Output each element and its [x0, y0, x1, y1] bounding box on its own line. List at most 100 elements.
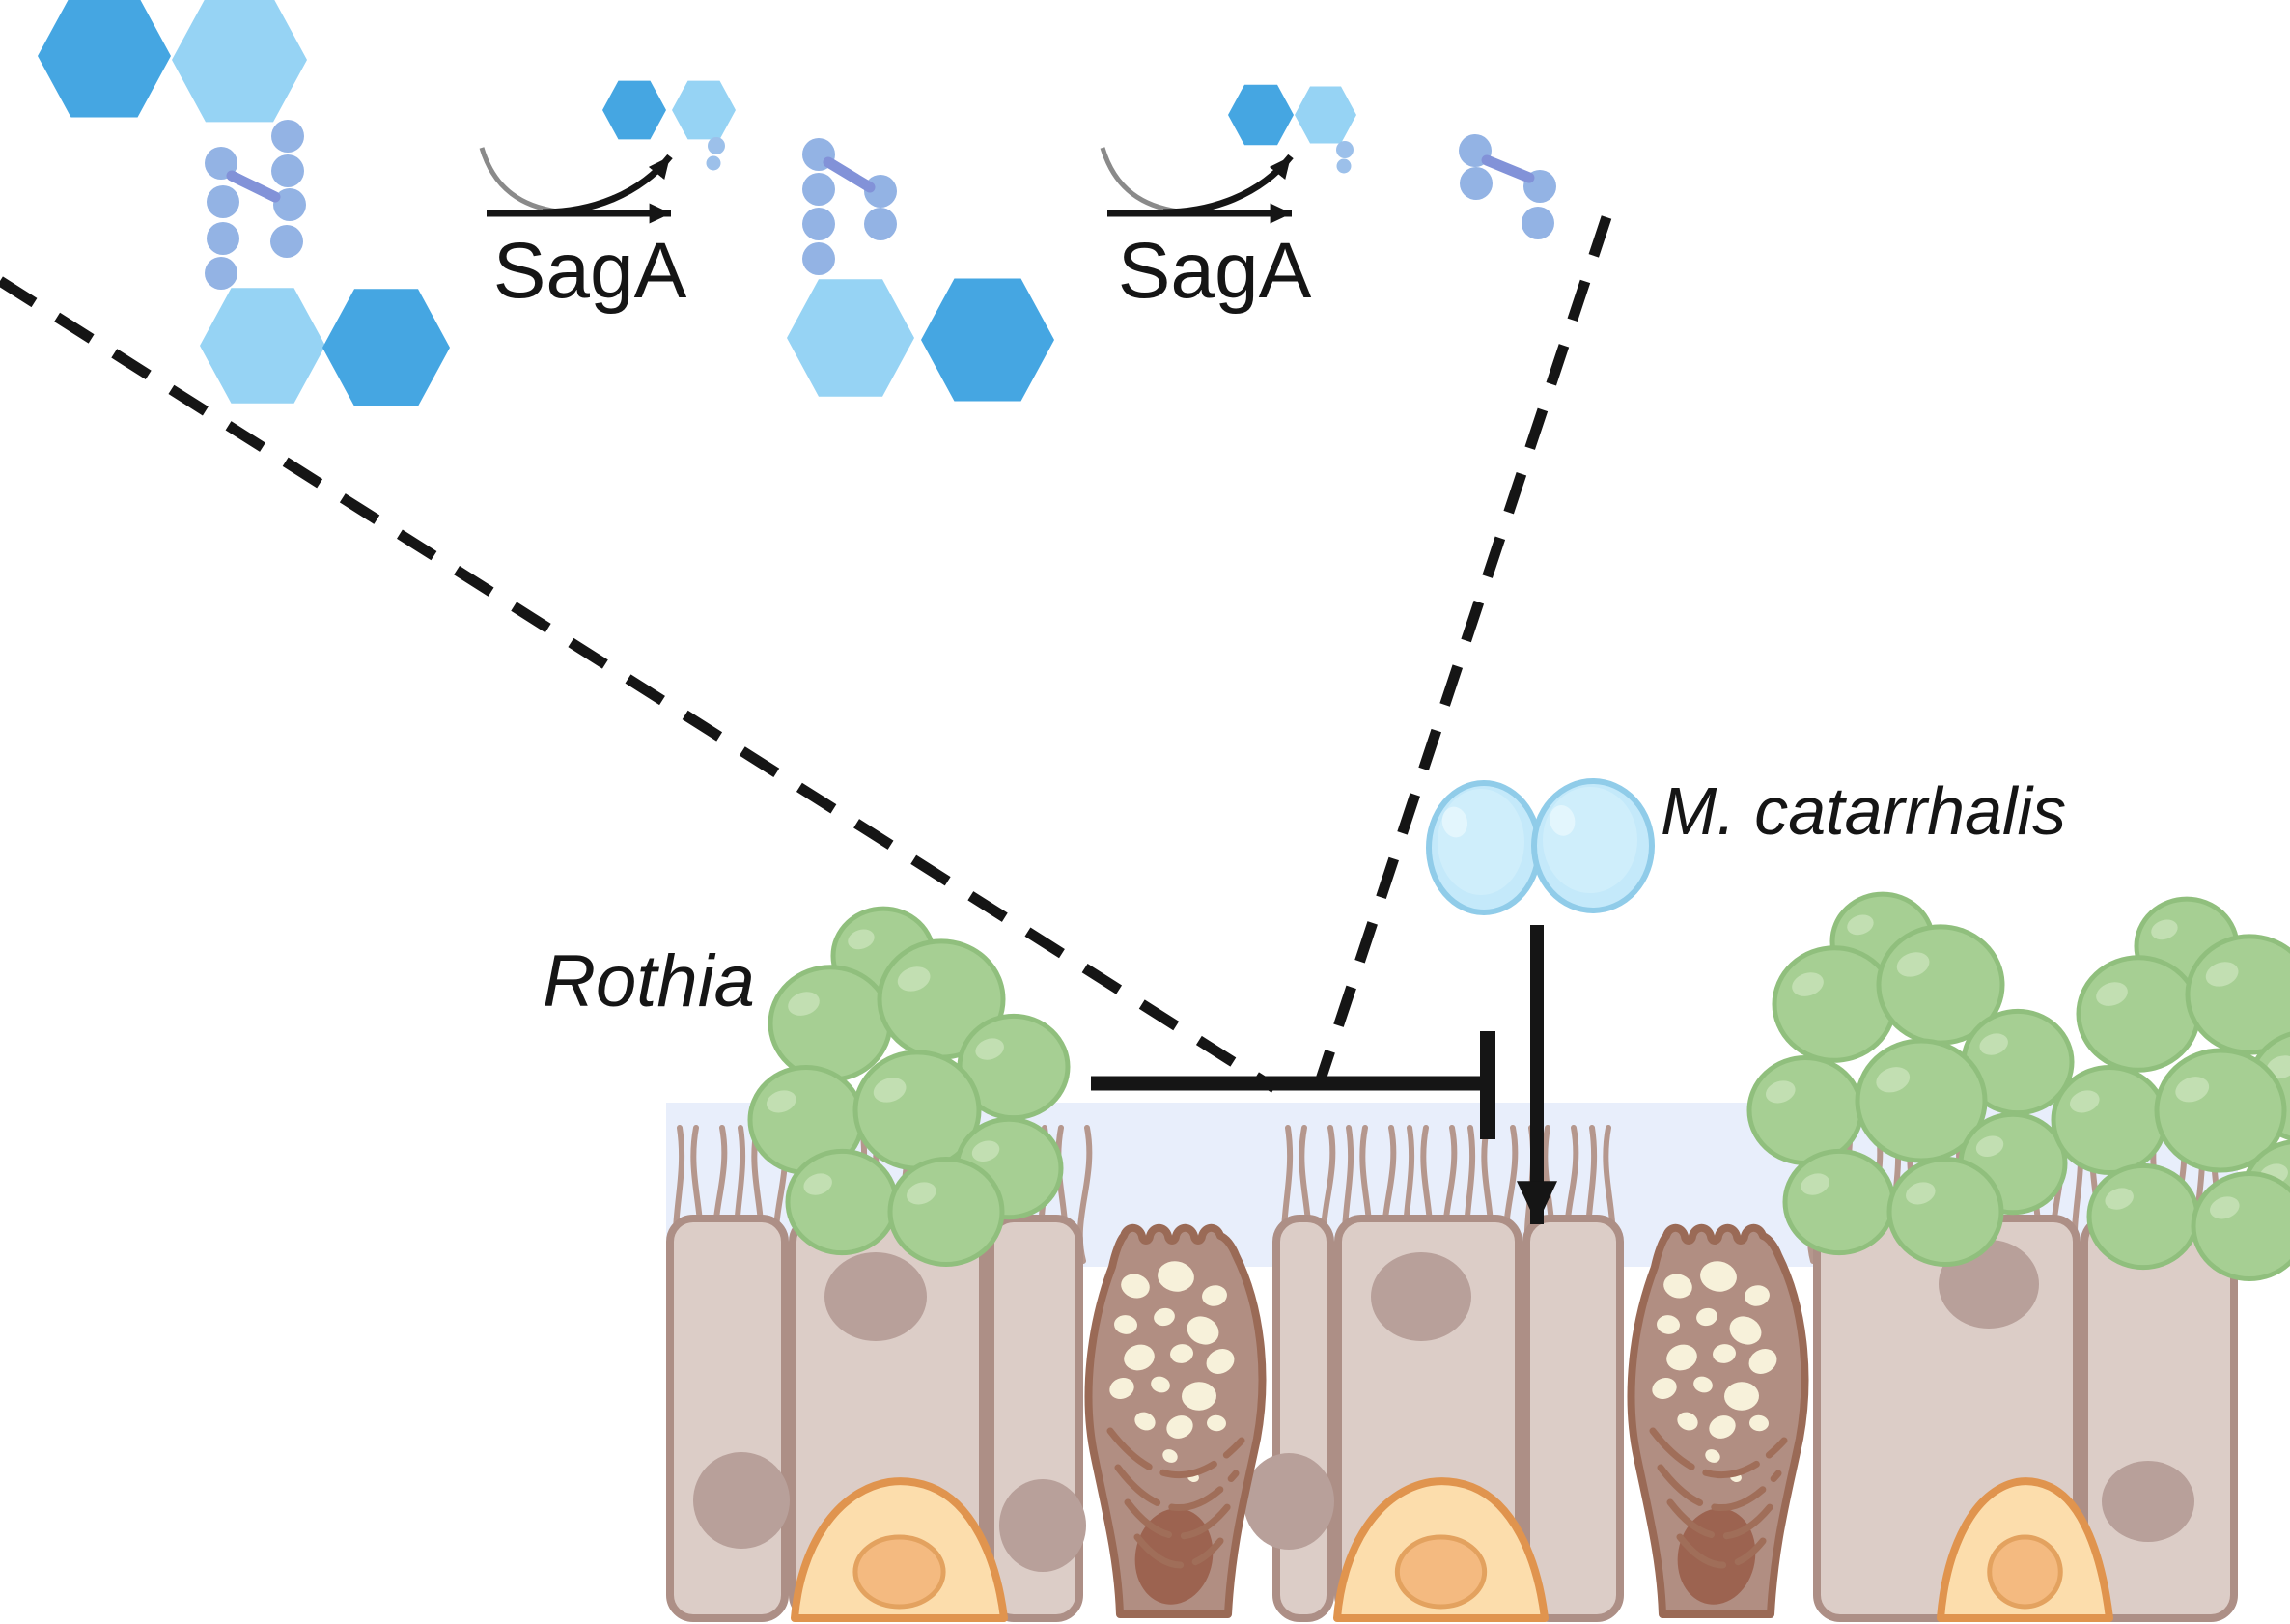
rothia-cell-highlight: [2151, 919, 2178, 940]
basal-cell-3: [1937, 1477, 2113, 1622]
zoom-dashed-line-left: [0, 276, 1277, 1093]
mucin-granule: [1187, 1316, 1219, 1345]
rothia-cell-highlight: [2105, 1188, 2134, 1210]
rothia-cell-highlight: [788, 992, 820, 1016]
sugar-hexagon-light-released-1: [672, 80, 736, 140]
mucin-granule: [1207, 1414, 1226, 1432]
epithelial-cell: [1522, 1215, 1624, 1622]
mucin-granule: [1206, 1349, 1235, 1374]
enzyme-curve-in-2: [1100, 147, 1180, 214]
peptide-crosslink: [1481, 154, 1535, 183]
peptide-bead: [273, 188, 306, 221]
peptide-bead: [271, 154, 304, 187]
rothia-cell-highlight: [1979, 1033, 2008, 1055]
rothia-cell-highlight: [2205, 962, 2239, 987]
peptide-bead: [207, 222, 239, 255]
mucin-granule: [1696, 1307, 1718, 1327]
sugar-hexagon-dark-intermediate: [921, 278, 1054, 402]
peptide-bead: [802, 173, 835, 206]
mucin-granule: [1748, 1349, 1777, 1374]
saga-label-2: SagA: [1118, 227, 1312, 315]
rothia-cell: [887, 1156, 1005, 1268]
mucin-granule: [1705, 1449, 1720, 1463]
cell-nucleus: [2102, 1461, 2194, 1542]
goblet-striation: [1124, 1498, 1232, 1540]
rothia-cell-highlight: [1801, 1173, 1829, 1195]
released-peptide-dot: [708, 137, 725, 154]
rothia-cell: [2076, 955, 2201, 1073]
mucin-granule: [1652, 1377, 1677, 1400]
sugar-hexagon-dark-released-2: [1228, 84, 1294, 146]
rothia-cell-highlight: [767, 1090, 796, 1113]
basal-cell-2: [1333, 1477, 1549, 1622]
enzyme-curve-in-1: [479, 147, 559, 214]
rothia-cluster-2: [1746, 891, 2075, 1268]
inhibition-tbar: [1091, 1031, 1495, 1139]
rothia-cell-highlight: [1847, 914, 1874, 936]
sugar-hexagon-light-released-2: [1295, 86, 1356, 144]
sugar-hexagon-light-intermediate: [787, 279, 914, 397]
rothia-cell-highlight: [2096, 982, 2128, 1006]
mucin-granule: [1745, 1285, 1770, 1306]
goblet-striation: [1106, 1427, 1245, 1478]
cell-nucleus: [999, 1479, 1086, 1572]
rothia-cell-highlight: [1766, 1080, 1796, 1104]
mcatarrhalis-highlight: [1550, 804, 1576, 836]
peptidoglycan-scheme: [38, 0, 1556, 406]
goblet-striation: [1676, 1533, 1767, 1569]
mucin-granule: [1202, 1285, 1227, 1306]
mucin-granule: [1154, 1307, 1175, 1327]
mcatarrhalis-coccus-body: [1438, 789, 1524, 895]
rothia-cell-highlight: [897, 966, 931, 992]
epithelial-cell: [666, 1215, 789, 1622]
released-peptide-dot: [1336, 158, 1352, 174]
mcatarrhalis-coccus-body: [1543, 787, 1637, 893]
basal-cell-1: [791, 1477, 1008, 1622]
mucin-granule: [1700, 1261, 1737, 1292]
peptide-bead: [802, 242, 835, 275]
rothia-cell: [1772, 945, 1897, 1063]
rothia-cell: [2051, 1064, 2168, 1176]
peptide-bead: [802, 208, 835, 240]
released-peptide-dot: [706, 155, 721, 171]
mucin-granule: [1114, 1315, 1137, 1334]
zoom-dashed-lines: [0, 215, 1612, 1093]
mucin-granule: [1166, 1415, 1193, 1439]
rothia-cell-highlight: [1975, 1135, 2004, 1157]
mcatarrhalis-label: M. catarrhalis: [1661, 773, 2066, 849]
cell-nucleus: [1243, 1453, 1334, 1550]
cell-nucleus: [824, 1252, 927, 1341]
mucin-granule: [1713, 1344, 1736, 1363]
rothia-cell: [2185, 934, 2290, 1055]
rothia-cell: [2191, 1170, 2290, 1282]
goblet-striation: [1666, 1498, 1774, 1540]
rothia-cell: [2086, 1162, 2200, 1271]
goblet-striation: [1649, 1427, 1788, 1478]
mucin-granule: [1170, 1344, 1193, 1363]
peptide-bead: [1460, 167, 1493, 200]
enzyme-curve-arrow-2: [1162, 154, 1294, 216]
interaction-annotations: [479, 147, 1655, 1224]
mcatarrhalis-highlight: [1441, 806, 1468, 838]
mucin-granule: [1158, 1261, 1194, 1292]
peptide-crosslink: [226, 170, 281, 203]
sugar-hexagon-light-substrate: [200, 288, 325, 404]
mucin-granule: [1124, 1344, 1155, 1371]
goblet-striation: [1133, 1533, 1224, 1569]
mucin-granule: [1151, 1376, 1170, 1393]
rothia-cell-highlight: [971, 1140, 1000, 1162]
peptide-bead: [271, 120, 304, 153]
rothia-cell: [1886, 1156, 2004, 1268]
rothia-cell-highlight: [907, 1182, 936, 1205]
rothia-cell-highlight: [2175, 1077, 2210, 1103]
goblet-cell-1: [1084, 1223, 1267, 1618]
rothia-cell-highlight: [803, 1173, 832, 1195]
rothia-cell-highlight: [1792, 972, 1824, 996]
rothia-cell-highlight: [848, 929, 875, 950]
mucin-granule: [1134, 1412, 1156, 1431]
epithelial-cell: [1272, 1215, 1334, 1622]
rothia-cell-highlight: [873, 1078, 907, 1103]
rothia-cell-highlight: [1876, 1067, 1911, 1093]
